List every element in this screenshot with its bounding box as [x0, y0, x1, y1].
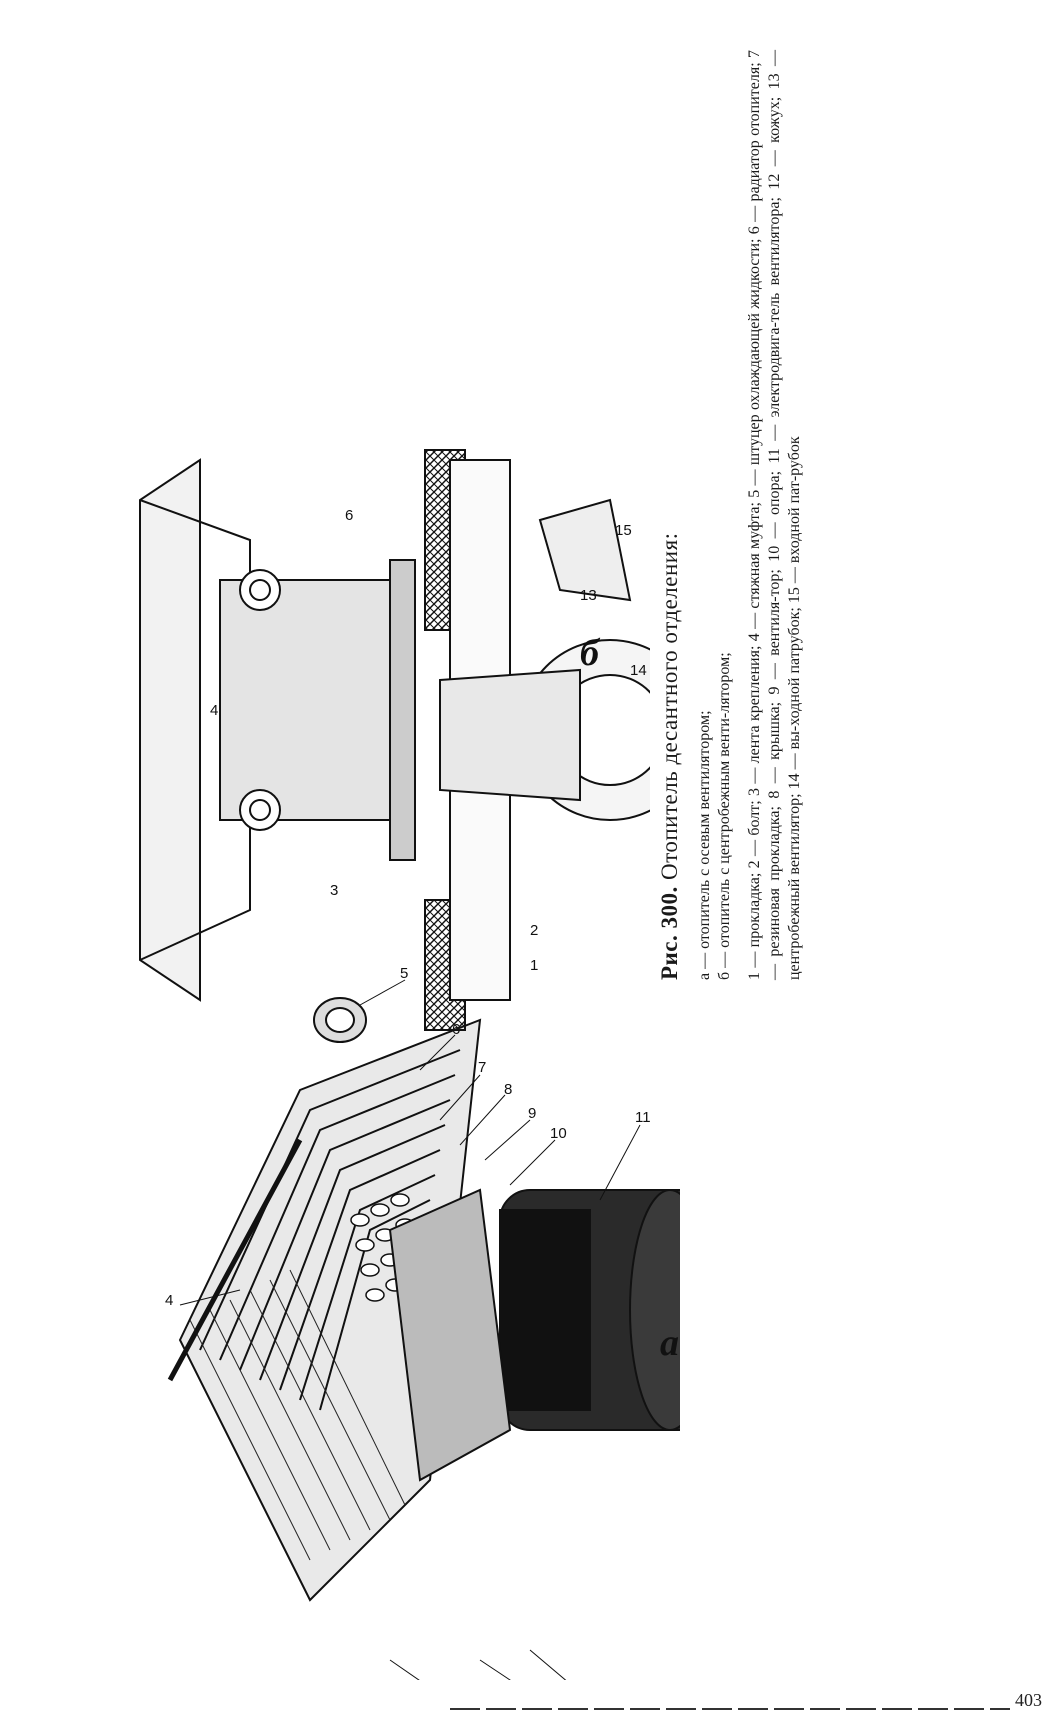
fig-b-label-6: 6: [345, 507, 353, 524]
fig-a-label-9: 9: [528, 1105, 536, 1122]
fig-b-label-1: 1: [530, 957, 538, 974]
fig-b-label-15: 15: [615, 522, 632, 539]
figure-a-heater-axial-fan: 1 2 3 4 5 6 7 8 9 10 11 12 а: [165, 965, 680, 1680]
figure-b-heater-centrifugal-fan: 1 2 3 4 6 13 14 15 б: [139, 449, 650, 1031]
caption-subitem-a: а — отопитель с осевым вентилятором;: [696, 710, 713, 980]
fig-b-label-2: 2: [530, 922, 538, 939]
caption-title: Рис. 300. Отопитель десантного отделения…: [655, 50, 685, 980]
fig-a-label-4: 4: [165, 1292, 173, 1309]
caption-title-prefix: Рис. 300.: [657, 886, 682, 980]
fig-a-label-10: 10: [550, 1125, 567, 1142]
caption-subitem-b: б — отопитель с центробежным венти-лятор…: [716, 652, 733, 980]
caption-legend: 1 — прокладка; 2 — болт; 3 — лента крепл…: [746, 50, 803, 980]
fig-b-label-3: 3: [330, 882, 338, 899]
fig-b-letter: б: [580, 632, 601, 674]
caption-title-text: Отопитель десантного отделения:: [657, 532, 682, 880]
page-number: 403: [1015, 1690, 1042, 1710]
fig-b-label-14: 14: [630, 662, 647, 679]
fig-a-label-7: 7: [478, 1059, 486, 1076]
fig-a-letter: а: [660, 1322, 679, 1364]
fig-b-label-13: 13: [580, 587, 597, 604]
figure-caption: Рис. 300. Отопитель десантного отделения…: [655, 10, 930, 1010]
fig-b-label-4: 4: [210, 702, 218, 719]
bottom-rule: [450, 1708, 1010, 1710]
fig-a-label-8: 8: [504, 1081, 512, 1098]
fig-a-label-11: 11: [635, 1109, 651, 1126]
fig-a-label-5: 5: [400, 965, 408, 982]
